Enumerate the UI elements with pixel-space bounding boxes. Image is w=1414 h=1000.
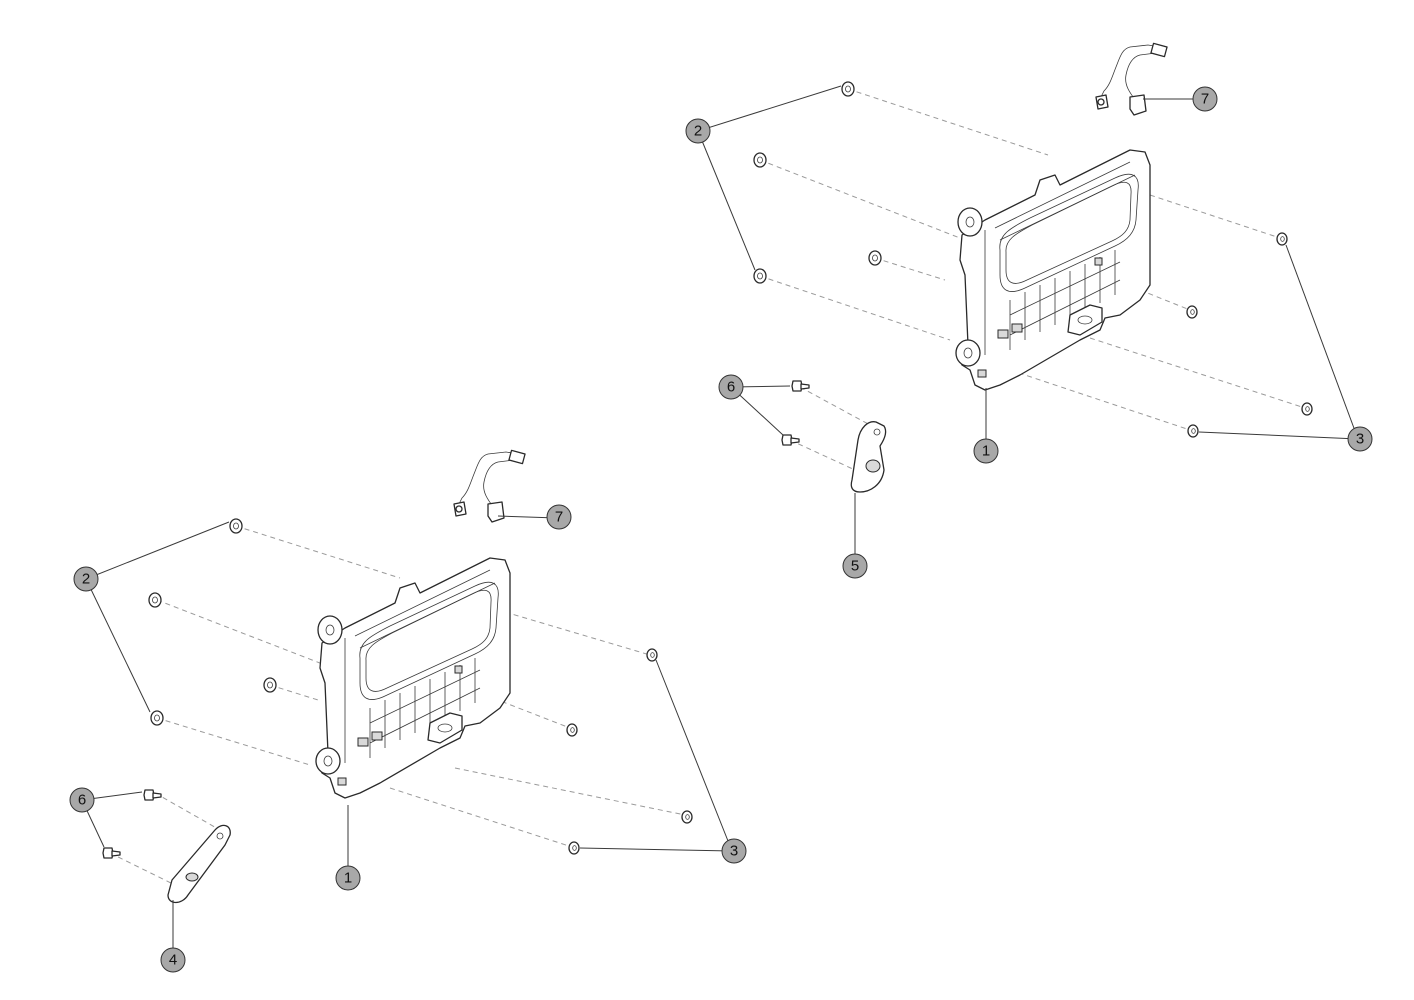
right-callout-7: 7 bbox=[1192, 86, 1218, 112]
right-callout-3-label: 3 bbox=[1356, 431, 1364, 448]
left-washer-center bbox=[263, 677, 277, 693]
right-mounting-bracket bbox=[850, 421, 887, 493]
right-leader-lines bbox=[697, 85, 1359, 564]
left-callout-1-label: 1 bbox=[344, 870, 352, 887]
right-callout-1: 1 bbox=[973, 438, 999, 464]
right-nut-top bbox=[1276, 232, 1288, 246]
right-callout-3: 3 bbox=[1347, 426, 1373, 452]
left-screw-upper bbox=[143, 789, 162, 801]
left-washer-top bbox=[229, 518, 243, 534]
right-callout-5-label: 5 bbox=[851, 558, 859, 575]
right-washer-top bbox=[841, 81, 855, 97]
right-callout-6-label: 6 bbox=[727, 379, 735, 396]
left-callout-7-label: 7 bbox=[555, 509, 563, 526]
right-alignment-lines bbox=[759, 88, 1306, 471]
left-mounting-bracket bbox=[167, 824, 231, 904]
right-callout-5: 5 bbox=[842, 553, 868, 579]
left-callout-3: 3 bbox=[721, 838, 747, 864]
left-callout-3-label: 3 bbox=[730, 843, 738, 860]
left-callout-2-label: 2 bbox=[82, 571, 90, 588]
left-screw-lower bbox=[102, 847, 121, 859]
left-callout-4: 4 bbox=[160, 947, 186, 973]
right-nut-lower bbox=[1301, 402, 1313, 416]
right-screw-lower bbox=[781, 434, 800, 446]
left-nut-top bbox=[646, 648, 658, 662]
right-washer-center bbox=[868, 250, 882, 266]
left-nut-mid bbox=[566, 723, 578, 737]
left-washer-lower bbox=[150, 710, 164, 726]
right-callout-6: 6 bbox=[718, 374, 744, 400]
left-alignment-lines bbox=[109, 525, 686, 886]
right-callout-2-label: 2 bbox=[694, 123, 702, 140]
right-nut-mid bbox=[1186, 305, 1198, 319]
right-callout-7-label: 7 bbox=[1201, 91, 1209, 108]
left-callout-6: 6 bbox=[69, 787, 95, 813]
left-callout-4-label: 4 bbox=[169, 952, 177, 969]
left-nut-bottom bbox=[568, 841, 580, 855]
left-callout-2: 2 bbox=[73, 566, 99, 592]
right-callout-1-label: 1 bbox=[982, 443, 990, 460]
left-callout-7: 7 bbox=[546, 504, 572, 530]
right-callout-2: 2 bbox=[685, 118, 711, 144]
right-nut-bottom bbox=[1187, 424, 1199, 438]
left-wiring-harness bbox=[453, 449, 526, 523]
right-washer-upper-mid bbox=[753, 152, 767, 168]
left-nut-lower bbox=[681, 810, 693, 824]
right-washer-lower bbox=[753, 268, 767, 284]
left-housing bbox=[315, 557, 511, 799]
left-washer-upper-mid bbox=[148, 592, 162, 608]
left-callout-6-label: 6 bbox=[78, 792, 86, 809]
right-housing bbox=[955, 149, 1151, 391]
right-wiring-harness bbox=[1095, 42, 1168, 116]
right-screw-upper bbox=[791, 380, 810, 392]
right-assembly: 2 1 3 5 6 7 bbox=[685, 42, 1373, 579]
left-assembly: 2 1 3 4 6 7 bbox=[69, 449, 747, 973]
left-callout-1: 1 bbox=[335, 865, 361, 891]
